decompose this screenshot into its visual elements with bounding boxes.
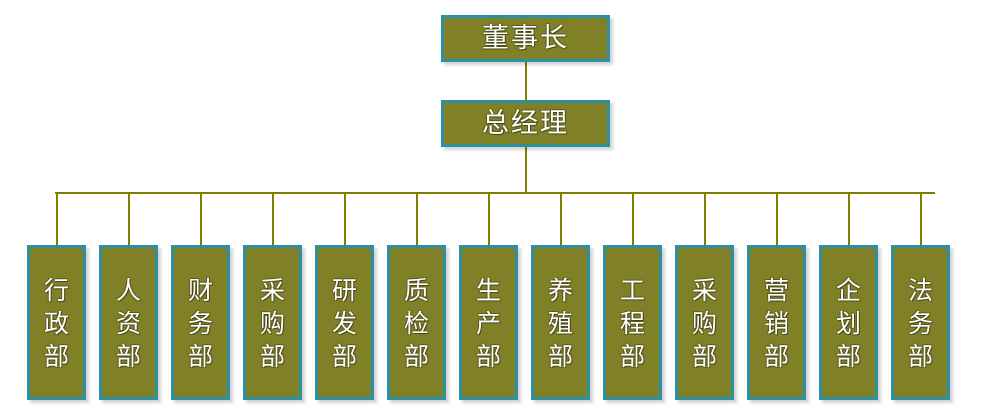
node-human-resources[interactable]: 人资部 bbox=[99, 245, 158, 400]
connector-chairman-to-gm bbox=[525, 62, 527, 100]
connector-drop-administration bbox=[55, 192, 58, 245]
connector-drop-procurement-1 bbox=[271, 192, 274, 245]
node-engineering-char: 程 bbox=[619, 309, 645, 338]
node-planning-char: 企 bbox=[835, 276, 861, 305]
connector-drop-engineering bbox=[631, 192, 634, 245]
node-engineering-char: 工 bbox=[619, 276, 645, 305]
node-planning-char: 部 bbox=[835, 342, 861, 371]
node-procurement-2-char: 部 bbox=[691, 342, 717, 371]
node-planning-label: 企划部 bbox=[822, 274, 875, 373]
node-finance-char: 财 bbox=[187, 276, 213, 305]
node-research-development-label: 研发部 bbox=[318, 274, 371, 373]
node-research-development-char: 发 bbox=[331, 309, 357, 338]
node-legal-affairs-char: 法 bbox=[907, 276, 933, 305]
node-administration-label: 行政部 bbox=[30, 274, 83, 373]
connector-drop-research-development bbox=[343, 192, 346, 245]
node-production-char: 部 bbox=[475, 342, 501, 371]
node-research-development-char: 部 bbox=[331, 342, 357, 371]
node-production-label: 生产部 bbox=[462, 274, 515, 373]
node-procurement-2[interactable]: 采购部 bbox=[675, 245, 734, 400]
node-procurement-2-label: 采购部 bbox=[678, 274, 731, 373]
node-human-resources-char: 资 bbox=[115, 309, 141, 338]
node-marketing-char: 部 bbox=[763, 342, 789, 371]
node-finance-char: 部 bbox=[187, 342, 213, 371]
node-human-resources-label: 人资部 bbox=[102, 274, 155, 373]
node-engineering[interactable]: 工程部 bbox=[603, 245, 662, 400]
node-human-resources-char: 人 bbox=[115, 276, 141, 305]
node-research-development-char: 研 bbox=[331, 276, 357, 305]
node-procurement-1-char: 采 bbox=[259, 276, 285, 305]
node-procurement-1[interactable]: 采购部 bbox=[243, 245, 302, 400]
node-legal-affairs-char: 部 bbox=[907, 342, 933, 371]
node-human-resources-char: 部 bbox=[115, 342, 141, 371]
node-marketing-char: 销 bbox=[763, 309, 789, 338]
node-general-manager[interactable]: 总经理 bbox=[441, 100, 610, 147]
connector-drop-finance bbox=[199, 192, 202, 245]
connector-drop-quality-inspection bbox=[415, 192, 418, 245]
node-production[interactable]: 生产部 bbox=[459, 245, 518, 400]
node-quality-inspection-char: 检 bbox=[403, 309, 429, 338]
node-administration[interactable]: 行政部 bbox=[27, 245, 86, 400]
node-breeding-char: 养 bbox=[547, 276, 573, 305]
node-production-char: 生 bbox=[475, 276, 501, 305]
node-research-development[interactable]: 研发部 bbox=[315, 245, 374, 400]
node-quality-inspection-char: 部 bbox=[403, 342, 429, 371]
connector-bus bbox=[55, 192, 935, 194]
node-production-char: 产 bbox=[475, 309, 501, 338]
node-quality-inspection[interactable]: 质检部 bbox=[387, 245, 446, 400]
node-finance-char: 务 bbox=[187, 309, 213, 338]
node-legal-affairs[interactable]: 法务部 bbox=[891, 245, 950, 400]
node-quality-inspection-label: 质检部 bbox=[390, 274, 443, 373]
node-procurement-1-char: 部 bbox=[259, 342, 285, 371]
connector-drop-breeding bbox=[559, 192, 562, 245]
connector-drop-human-resources bbox=[127, 192, 130, 245]
node-administration-char: 政 bbox=[43, 309, 69, 338]
node-marketing-char: 营 bbox=[763, 276, 789, 305]
node-breeding-char: 殖 bbox=[547, 309, 573, 338]
connector-drop-procurement-2 bbox=[703, 192, 706, 245]
connector-drop-legal-affairs bbox=[919, 192, 922, 245]
node-administration-char: 行 bbox=[43, 276, 69, 305]
node-breeding-char: 部 bbox=[547, 342, 573, 371]
node-breeding-label: 养殖部 bbox=[534, 274, 587, 373]
node-finance[interactable]: 财务部 bbox=[171, 245, 230, 400]
node-marketing-label: 营销部 bbox=[750, 274, 803, 373]
node-finance-label: 财务部 bbox=[174, 274, 227, 373]
node-procurement-1-label: 采购部 bbox=[246, 274, 299, 373]
node-procurement-1-char: 购 bbox=[259, 309, 285, 338]
node-planning[interactable]: 企划部 bbox=[819, 245, 878, 400]
connector-drop-planning bbox=[847, 192, 850, 245]
node-legal-affairs-char: 务 bbox=[907, 309, 933, 338]
node-general-manager-label: 总经理 bbox=[482, 108, 569, 139]
connector-drop-production bbox=[487, 192, 490, 245]
node-planning-char: 划 bbox=[835, 309, 861, 338]
node-administration-char: 部 bbox=[43, 342, 69, 371]
connector-drop-marketing bbox=[775, 192, 778, 245]
node-chairman[interactable]: 董事长 bbox=[441, 15, 610, 62]
node-marketing[interactable]: 营销部 bbox=[747, 245, 806, 400]
node-procurement-2-char: 采 bbox=[691, 276, 717, 305]
node-breeding[interactable]: 养殖部 bbox=[531, 245, 590, 400]
node-legal-affairs-label: 法务部 bbox=[894, 274, 947, 373]
connector-gm-to-bus bbox=[525, 147, 527, 192]
node-procurement-2-char: 购 bbox=[691, 309, 717, 338]
node-chairman-label: 董事长 bbox=[482, 23, 569, 54]
node-engineering-label: 工程部 bbox=[606, 274, 659, 373]
node-engineering-char: 部 bbox=[619, 342, 645, 371]
node-quality-inspection-char: 质 bbox=[403, 276, 429, 305]
